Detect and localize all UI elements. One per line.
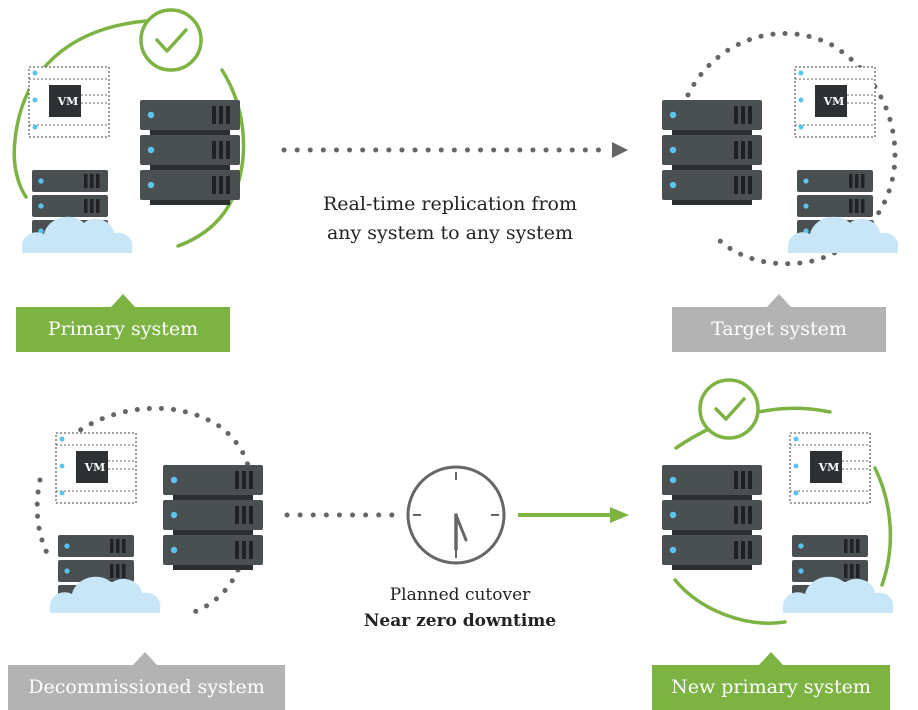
- svg-text:VM: VM: [823, 95, 845, 108]
- target-system-group: VM: [662, 30, 899, 307]
- cutover-caption-line2: Near zero downtime: [363, 611, 557, 631]
- new-primary-system-group: VM: [662, 378, 894, 665]
- cutover-caption: Planned cutover Near zero downtime: [330, 582, 590, 634]
- label-pointer: [759, 652, 783, 665]
- vm-icon: VM: [28, 66, 110, 138]
- replication-arrow-icon: [281, 142, 628, 158]
- svg-text:VM: VM: [818, 461, 840, 474]
- vm-icon: VM: [55, 432, 137, 504]
- server-rack-icon: [163, 465, 263, 570]
- new-primary-ring-arc: [873, 466, 893, 587]
- replication-caption-line2: any system to any system: [326, 222, 574, 244]
- cloud-icon: [783, 576, 894, 613]
- decommissioned-system-group: VM: [34, 405, 263, 665]
- server-rack-icon: [140, 100, 240, 205]
- label-pointer: [111, 294, 135, 307]
- replication-caption-line1: Real-time replication from: [323, 193, 577, 215]
- decommissioned-ring-dotted: [34, 477, 51, 558]
- svg-text:VM: VM: [57, 95, 79, 108]
- target-system-label: Target system: [672, 307, 886, 352]
- server-rack-icon: [662, 465, 762, 570]
- cloud-icon: [50, 576, 161, 613]
- decommissioned-ring-dotted: [191, 567, 241, 615]
- check-icon: [698, 378, 760, 440]
- svg-text:VM: VM: [84, 461, 106, 474]
- clock-icon: [406, 465, 506, 565]
- label-pointer: [133, 652, 157, 665]
- arrow-right-icon: [518, 507, 629, 523]
- server-rack-icon: [662, 100, 762, 205]
- check-icon: [139, 8, 203, 72]
- target-ring-dotted: [685, 30, 898, 267]
- primary-system-group: VM: [12, 8, 246, 307]
- new-primary-system-label: New primary system: [652, 665, 890, 710]
- vm-icon: VM: [789, 432, 871, 504]
- vm-icon: VM: [794, 66, 876, 138]
- decommissioned-system-label: Decommissioned system: [8, 665, 285, 710]
- label-pointer: [767, 294, 791, 307]
- cutover-caption-line1: Planned cutover: [389, 585, 531, 605]
- primary-system-label: Primary system: [16, 307, 230, 352]
- primary-ring-arc: [12, 19, 148, 199]
- new-primary-ring-arc: [673, 578, 787, 625]
- replication-caption: Real-time replication from any system to…: [300, 190, 600, 248]
